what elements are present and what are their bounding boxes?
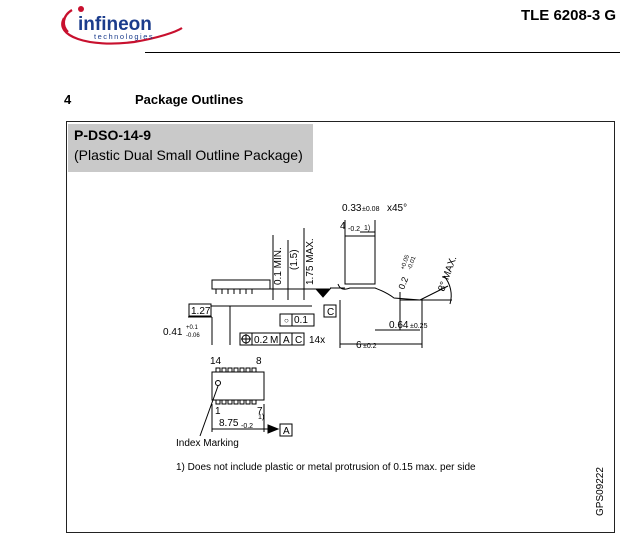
dim-15-label: (1.5): [289, 249, 300, 270]
section-number: 4: [64, 92, 72, 107]
top-view-body: [211, 371, 265, 401]
position-datum-a: A: [283, 335, 290, 346]
length-value: 8.75: [219, 418, 239, 429]
document-title: TLE 6208-3 G: [520, 7, 616, 24]
max-175-label: 1.75 MAX.: [305, 238, 316, 285]
logo-wordmark: infineon: [78, 14, 152, 35]
top-view-pins: [215, 367, 257, 405]
length-tol: -0.2: [241, 423, 253, 430]
chamfer-suffix: x45°: [387, 203, 407, 214]
foot-value: 0.64: [389, 320, 409, 331]
pin-7-label: 7: [257, 406, 263, 417]
width-tol: ±0.2: [363, 343, 377, 350]
pin-8-label: 8: [256, 356, 262, 367]
infineon-logo: infineon technologies: [61, 6, 183, 45]
position-datum-c: C: [295, 335, 302, 346]
lead-width-tol-dn: -0.06: [186, 333, 200, 339]
flatness-value: 0.1: [294, 315, 308, 326]
package-title-box: [68, 124, 313, 172]
end-view-body: [344, 235, 376, 285]
length-note: 1): [258, 414, 264, 421]
section-title: Package Outlines: [135, 92, 244, 107]
position-value: 0.2: [254, 335, 268, 346]
angle-tol-up: +0.05: [400, 254, 411, 271]
thickness-value: 4: [340, 221, 346, 232]
foot-tol: ±0.25: [410, 323, 428, 330]
lead-width-value: 0.41: [163, 327, 183, 338]
drawing-id: GPS09222: [595, 467, 606, 516]
min-01-label: 0.1 MIN.: [273, 247, 284, 285]
datum-c-label: C: [327, 307, 334, 318]
figure-frame: [66, 121, 615, 533]
position-modifier: M: [270, 335, 278, 346]
lead-width-tol-up: +0.1: [186, 325, 199, 331]
footnote: 1) Does not include plastic or metal pro…: [176, 462, 476, 473]
chamfer-value: 0.33: [342, 203, 362, 214]
angle-max-label: 8° MAX.: [436, 255, 459, 293]
pitch-label: 1.27: [191, 306, 211, 317]
side-view-body: [211, 279, 271, 290]
angle-value: 0.2: [396, 276, 410, 291]
angle-tol-dn: -0.01: [407, 255, 418, 271]
pin-1-label: 1: [215, 406, 221, 417]
thickness-tol: -0.2: [348, 226, 360, 233]
width-value: 6: [356, 340, 362, 351]
header-rule: [145, 52, 620, 53]
datum-a-label: A: [283, 426, 290, 437]
logo-subtitle: technologies: [94, 32, 154, 41]
pin-14-label: 14: [210, 356, 222, 367]
index-marking-label: Index Marking: [176, 438, 239, 449]
side-view-leads: [215, 289, 253, 294]
chamfer-tol: ±0.08: [362, 206, 380, 213]
package-description: (Plastic Dual Small Outline Package): [74, 147, 303, 163]
flatness-symbol: ○: [284, 316, 289, 325]
thickness-note: 1): [364, 225, 370, 232]
package-name: P-DSO-14-9: [74, 127, 152, 143]
count-label: 14x: [309, 335, 325, 346]
